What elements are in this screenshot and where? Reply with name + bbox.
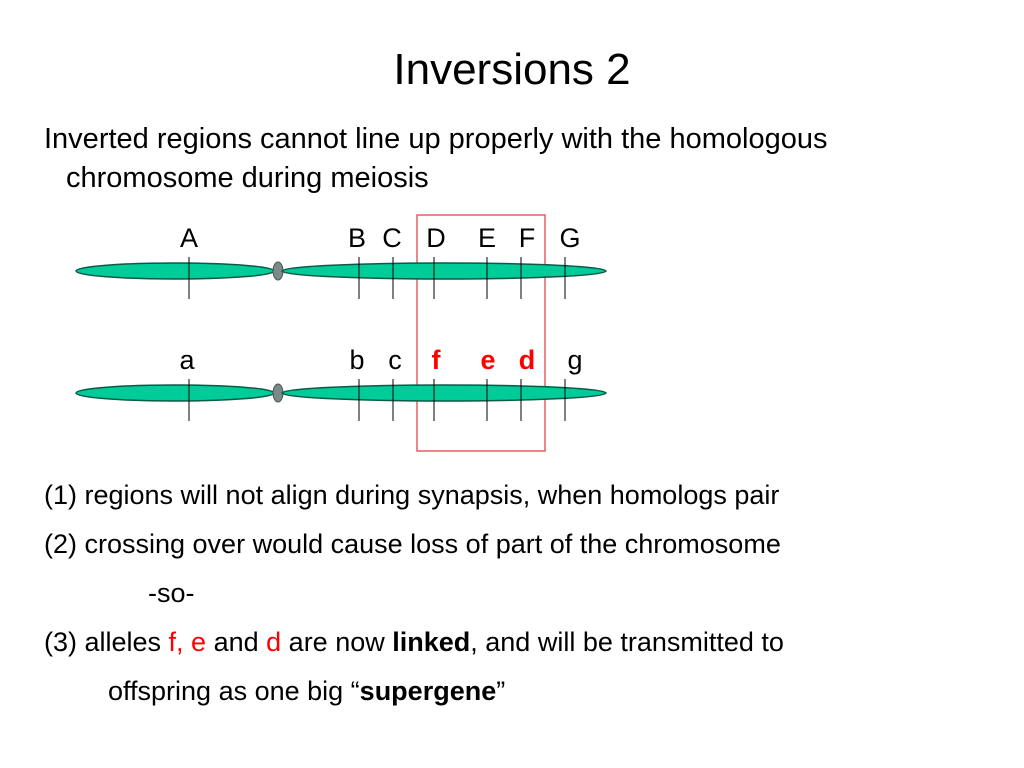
point-1: (1) regions will not align during synaps… <box>44 480 780 510</box>
point-3: (3) alleles f, e and d are now linked, a… <box>44 625 784 659</box>
inversion-box <box>416 214 546 452</box>
top-locus-label: E <box>478 223 496 253</box>
bottom-locus-label: c <box>388 345 402 375</box>
point-3-text-d: , and will be transmitted to <box>470 627 784 657</box>
slide-title: Inversions 2 <box>393 45 631 94</box>
top-locus-label: G <box>559 223 580 253</box>
point-4-text-a: offspring as one big “ <box>108 676 360 706</box>
point-3-continuation: offspring as one big “supergene” <box>108 674 505 708</box>
point-3-allele-d: d <box>266 627 282 657</box>
point-3-text-c: are now <box>281 627 393 657</box>
so-connector: -so- <box>148 578 195 608</box>
bottom-locus-label: g <box>567 345 582 375</box>
intro-line-1: Inverted regions cannot line up properly… <box>44 123 828 155</box>
top-locus-label: D <box>426 223 446 253</box>
point-2: (2) crossing over would cause loss of pa… <box>44 529 781 559</box>
point-4-supergene: supergene <box>359 676 497 706</box>
bottom-locus-label: d <box>519 345 536 375</box>
bottom-locus-label: e <box>480 345 495 375</box>
top-locus-label: B <box>348 223 366 253</box>
top-chromosome-left-arm <box>75 262 275 280</box>
top-chromosome-right-arm <box>281 262 607 280</box>
top-locus-label: A <box>180 223 198 253</box>
point-3-text-a: (3) alleles <box>44 627 169 657</box>
intro-line-2: chromosome during meiosis <box>66 162 429 194</box>
intro-text: Inverted regions cannot line up properly… <box>44 120 994 198</box>
point-4-text-b: ” <box>496 676 506 706</box>
bottom-chromosome-left-arm <box>75 384 275 402</box>
top-locus-label: C <box>382 223 402 253</box>
bottom-chromosome-right-arm <box>281 384 607 402</box>
bottom-locus-label: f <box>432 345 442 375</box>
top-locus-label: F <box>519 223 536 253</box>
bottom-locus-label: a <box>179 345 195 375</box>
bottom-locus-label: b <box>349 345 364 375</box>
point-3-alleles-fe: f, e <box>168 627 207 657</box>
point-3-text-b: and <box>206 627 267 657</box>
point-3-linked: linked <box>392 627 471 657</box>
